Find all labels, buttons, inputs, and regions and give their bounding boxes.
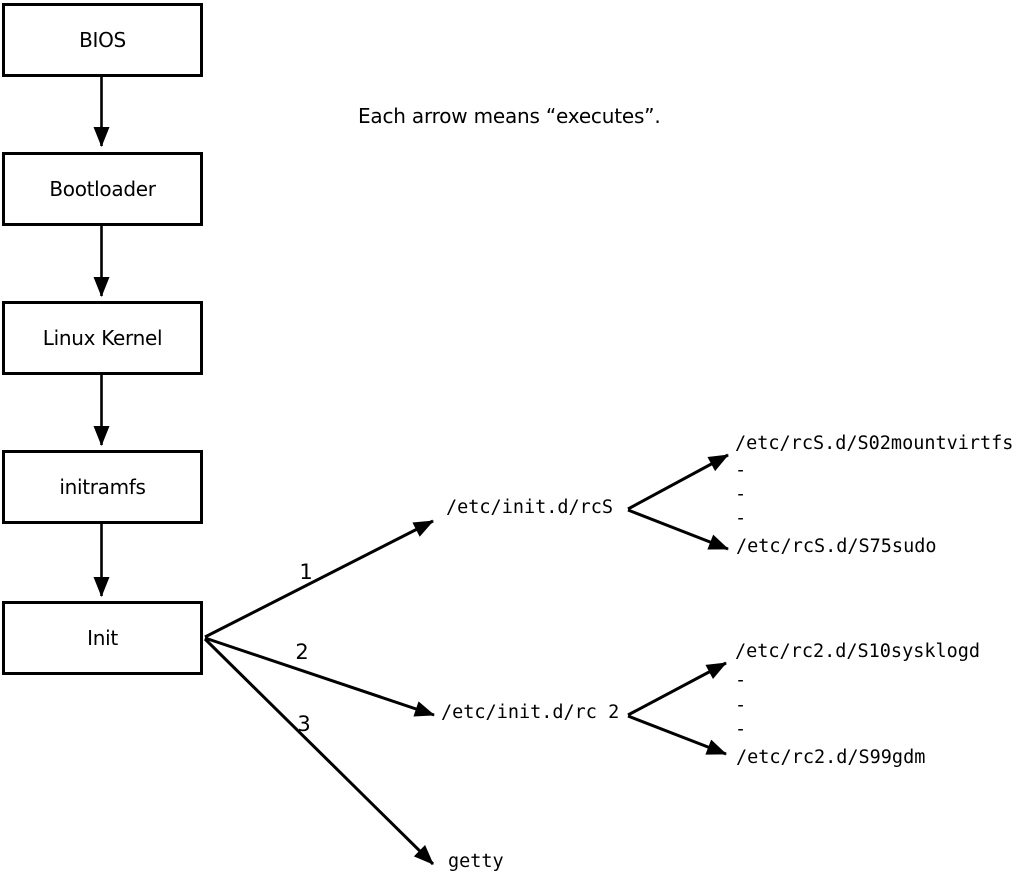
node-bios-label: BIOS (79, 28, 126, 52)
rc2-ellipsis-dash-3: - (735, 719, 747, 740)
arrow-rcs-to-s75sudo-icon (627, 508, 729, 551)
rc2-ellipsis-dash-2: - (735, 695, 747, 716)
branch-1-number: 1 (299, 560, 313, 584)
arrow-rcs-to-s02mountvirtfs-icon (627, 453, 729, 511)
node-linux-kernel-label: Linux Kernel (42, 326, 163, 350)
node-etc-init-d-rcs: /etc/init.d/rcS (446, 497, 614, 518)
arrow-init-to-rcs-icon (204, 519, 434, 639)
node-bootloader: Bootloader (2, 152, 203, 226)
node-etc-init-d-rc2: /etc/init.d/rc 2 (441, 702, 620, 723)
node-initramfs: initramfs (2, 450, 203, 524)
node-bootloader-label: Bootloader (49, 177, 156, 201)
node-init-label: Init (87, 626, 118, 650)
node-rcs-s75sudo: /etc/rcS.d/S75sudo (736, 536, 937, 557)
rcs-ellipsis-dash-1: - (735, 460, 747, 481)
node-linux-kernel: Linux Kernel (2, 301, 203, 375)
node-getty: getty (448, 851, 504, 872)
rcs-ellipsis-dash-3: - (735, 508, 747, 529)
node-bios: BIOS (2, 3, 203, 77)
node-rc2-s10sysklogd: /etc/rc2.d/S10sysklogd (735, 641, 981, 662)
branch-3-number: 3 (297, 712, 311, 736)
node-rcs-s02mountvirtfs: /etc/rcS.d/S02mountvirtfs (735, 433, 1014, 454)
node-init: Init (2, 601, 203, 675)
rc2-ellipsis-dash-1: - (735, 670, 747, 691)
arrow-rc2-to-s10sysklogd-icon (627, 661, 727, 717)
arrow-rc2-to-s99gdm-icon (627, 714, 727, 756)
rcs-ellipsis-dash-2: - (735, 484, 747, 505)
branch-2-number: 2 (295, 640, 309, 664)
node-initramfs-label: initramfs (59, 475, 146, 499)
diagram-caption: Each arrow means “executes”. (358, 104, 661, 128)
arrow-init-to-rc2-icon (204, 636, 435, 717)
arrow-init-to-getty-icon (203, 637, 435, 866)
node-rc2-s99gdm: /etc/rc2.d/S99gdm (736, 747, 926, 768)
